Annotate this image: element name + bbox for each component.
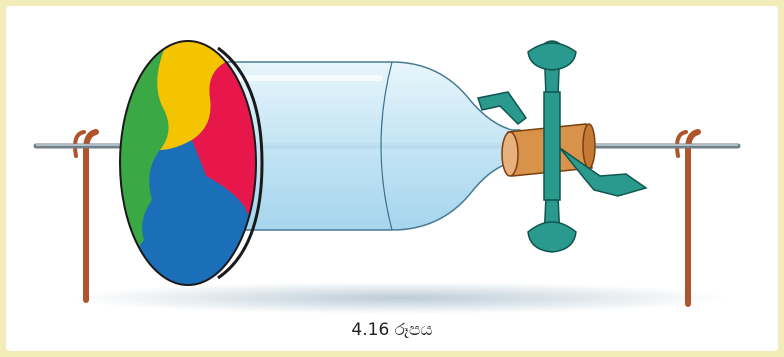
color-disc — [100, 40, 270, 300]
right-stand — [677, 132, 698, 304]
ground-shadow — [70, 282, 730, 314]
left-stand — [75, 132, 96, 300]
plastic-bottle — [224, 62, 520, 230]
figure-caption: 4.16 රූපය — [0, 320, 784, 340]
